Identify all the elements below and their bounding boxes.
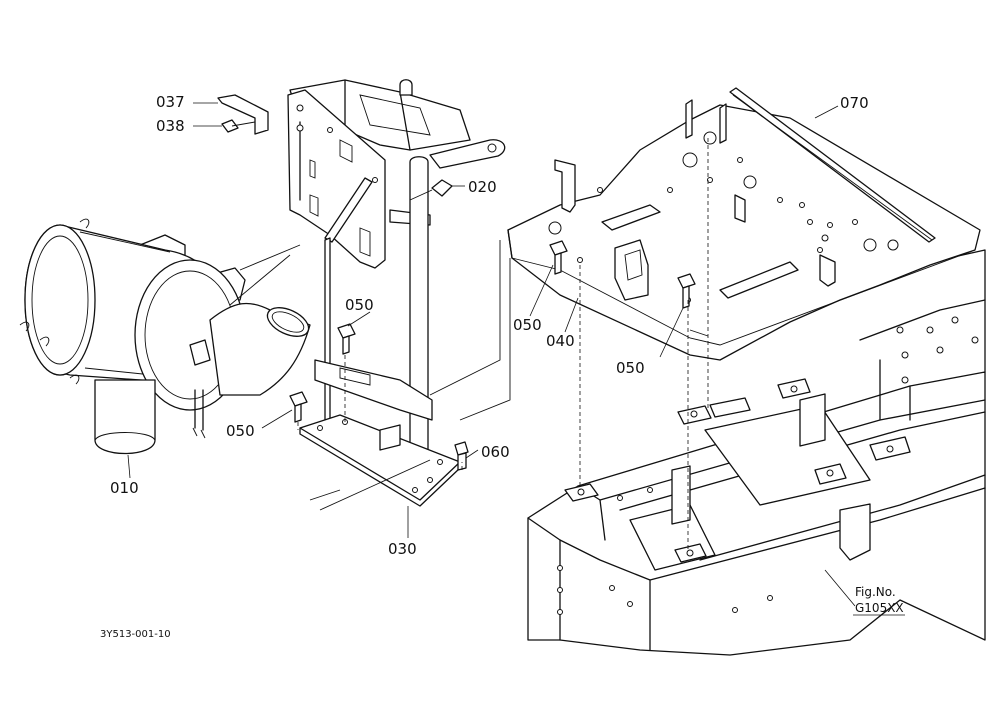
label-050-center: 050	[345, 296, 374, 314]
nipple-060	[454, 441, 469, 471]
bracket-assembly-030	[287, 79, 506, 507]
floor-plate-040	[507, 99, 981, 361]
label-010: 010	[110, 479, 139, 497]
fig-ref-number: G105XX	[855, 601, 904, 615]
bolt-050-center	[337, 323, 356, 355]
label-037: 037	[156, 93, 185, 111]
label-050-floor-right: 050	[616, 359, 645, 377]
drawing-number: 3Y513-001-10	[100, 629, 171, 640]
label-050-left: 050	[226, 422, 255, 440]
label-030: 030	[388, 540, 417, 558]
label-040: 040	[546, 332, 575, 350]
bolt-050-floor-left	[549, 240, 568, 275]
label-020: 020	[468, 178, 497, 196]
bolt-050-left	[289, 391, 308, 423]
label-038: 038	[156, 117, 185, 135]
bolt-050-floor-right	[677, 273, 696, 309]
seal-strip-070	[729, 87, 936, 243]
bolt-038	[221, 119, 256, 133]
alignment-lines	[229, 138, 709, 550]
label-050-floor-left: 050	[513, 316, 542, 334]
clip-037	[217, 94, 269, 135]
air-cleaner-010	[19, 218, 311, 455]
fig-ref-title: Fig.No.	[855, 585, 896, 599]
label-070: 070	[840, 94, 869, 112]
bolt-020	[409, 179, 453, 201]
tractor-frame	[527, 249, 986, 656]
leader-lines	[127, 102, 856, 607]
label-060: 060	[481, 443, 510, 461]
